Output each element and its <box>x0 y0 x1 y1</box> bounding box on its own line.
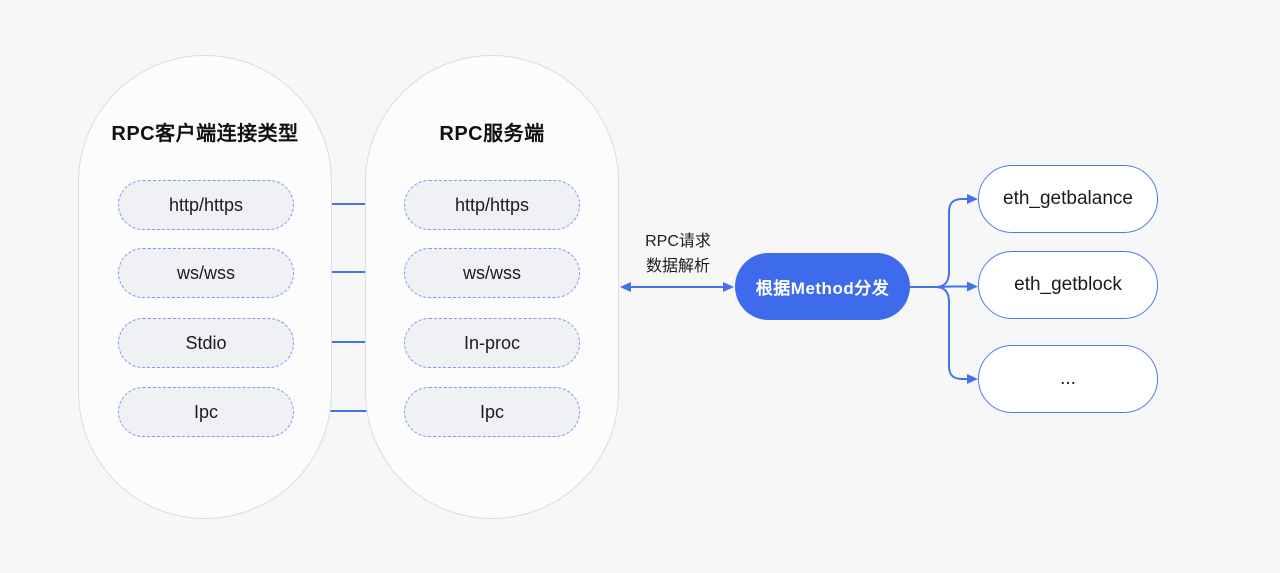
client-pill-ws: ws/wss <box>118 248 294 298</box>
client-capsule: RPC客户端连接类型 http/https ws/wss Stdio Ipc <box>78 55 332 519</box>
rpc-request-label-line1: RPC请求 <box>645 233 711 250</box>
server-capsule: RPC服务端 http/https ws/wss In-proc Ipc <box>365 55 619 519</box>
server-dispatch-arrow <box>620 282 734 292</box>
dispatch-node: 根据Method分发 <box>735 253 910 320</box>
client-pill-stdio: Stdio <box>118 318 294 368</box>
server-pill-http: http/https <box>404 180 580 230</box>
rpc-request-label-line2: 数据解析 <box>645 258 710 275</box>
client-pill-http: http/https <box>118 180 294 230</box>
client-capsule-title: RPC客户端连接类型 <box>111 123 299 145</box>
server-pill-inproc: In-proc <box>404 318 580 368</box>
server-capsule-title: RPC服务端 <box>439 123 545 145</box>
client-pill-ipc: Ipc <box>118 387 294 437</box>
method-box-more: ... <box>978 345 1158 413</box>
method-box-eth-getblock: eth_getblock <box>978 251 1158 319</box>
server-pill-ipc: Ipc <box>404 387 580 437</box>
rpc-request-label: RPC请求 数据解析 <box>628 229 728 279</box>
server-pill-ws: ws/wss <box>404 248 580 298</box>
method-box-eth-getbalance: eth_getbalance <box>978 165 1158 233</box>
dispatch-fanout-arrows <box>910 194 978 384</box>
